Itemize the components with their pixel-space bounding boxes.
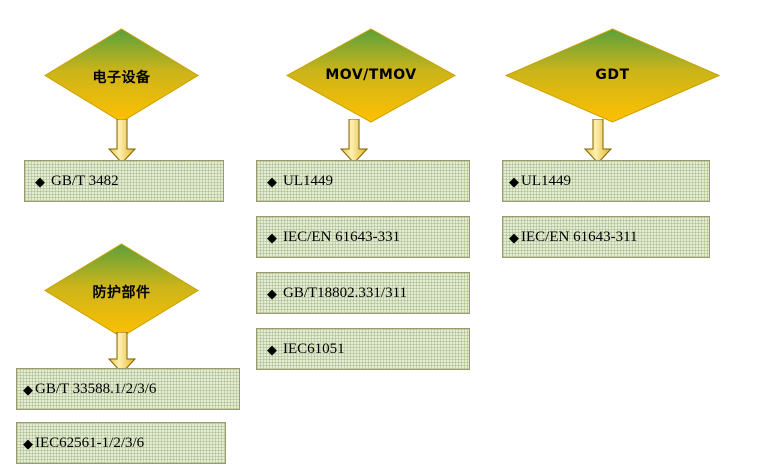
- box-label: UL1449: [521, 172, 571, 189]
- box-label: UL1449: [283, 172, 333, 189]
- node-electronic-equipment[interactable]: 电子设备: [44, 28, 199, 123]
- bullet-icon: ◆: [267, 341, 277, 357]
- bullet-icon: ◆: [23, 435, 33, 451]
- box-gdt-0[interactable]: ◆ UL1449: [502, 160, 710, 202]
- node-protection-component[interactable]: 防护部件: [44, 243, 199, 338]
- bullet-icon: ◆: [267, 229, 277, 245]
- diamond-shape-mov-tmov: [286, 28, 456, 123]
- box-label: GB/T18802.331/311: [283, 284, 408, 301]
- box-label: GB/T 33588.1/2/3/6: [35, 380, 157, 397]
- arrow-mov-tmov: [340, 119, 368, 164]
- box-gdt-1[interactable]: ◆ IEC/EN 61643-311: [502, 216, 710, 258]
- bullet-icon: ◆: [509, 229, 519, 245]
- diamond-shape-protection-component: [44, 243, 199, 338]
- box-mov-tmov-3[interactable]: ◆ IEC61051: [256, 328, 470, 370]
- box-protection-component-0[interactable]: ◆ GB/T 33588.1/2/3/6: [16, 368, 240, 410]
- bullet-icon: ◆: [267, 173, 277, 189]
- box-label: IEC62561-1/2/3/6: [35, 434, 145, 451]
- bullet-icon: ◆: [509, 173, 519, 189]
- node-gdt[interactable]: GDT: [505, 28, 720, 123]
- box-mov-tmov-0[interactable]: ◆ UL1449: [256, 160, 470, 202]
- diamond-shape-gdt: [505, 28, 720, 123]
- arrow-electronic-equipment: [108, 119, 136, 164]
- box-protection-component-1[interactable]: ◆ IEC62561-1/2/3/6: [16, 422, 226, 464]
- box-label: IEC/EN 61643-331: [283, 228, 401, 245]
- arrow-gdt: [584, 119, 612, 164]
- box-electronic-equipment-0[interactable]: ◆ GB/T 3482: [24, 160, 224, 202]
- box-label: IEC61051: [283, 340, 345, 357]
- diamond-shape-electronic-equipment: [44, 28, 199, 123]
- bullet-icon: ◆: [35, 173, 45, 189]
- bullet-icon: ◆: [23, 381, 33, 397]
- box-label: IEC/EN 61643-311: [521, 228, 638, 245]
- arrow-protection-component: [108, 332, 136, 374]
- box-label: GB/T 3482: [51, 172, 119, 189]
- box-mov-tmov-1[interactable]: ◆ IEC/EN 61643-331: [256, 216, 470, 258]
- node-mov-tmov[interactable]: MOV/TMOV: [286, 28, 456, 123]
- bullet-icon: ◆: [267, 285, 277, 301]
- box-mov-tmov-2[interactable]: ◆ GB/T18802.331/311: [256, 272, 470, 314]
